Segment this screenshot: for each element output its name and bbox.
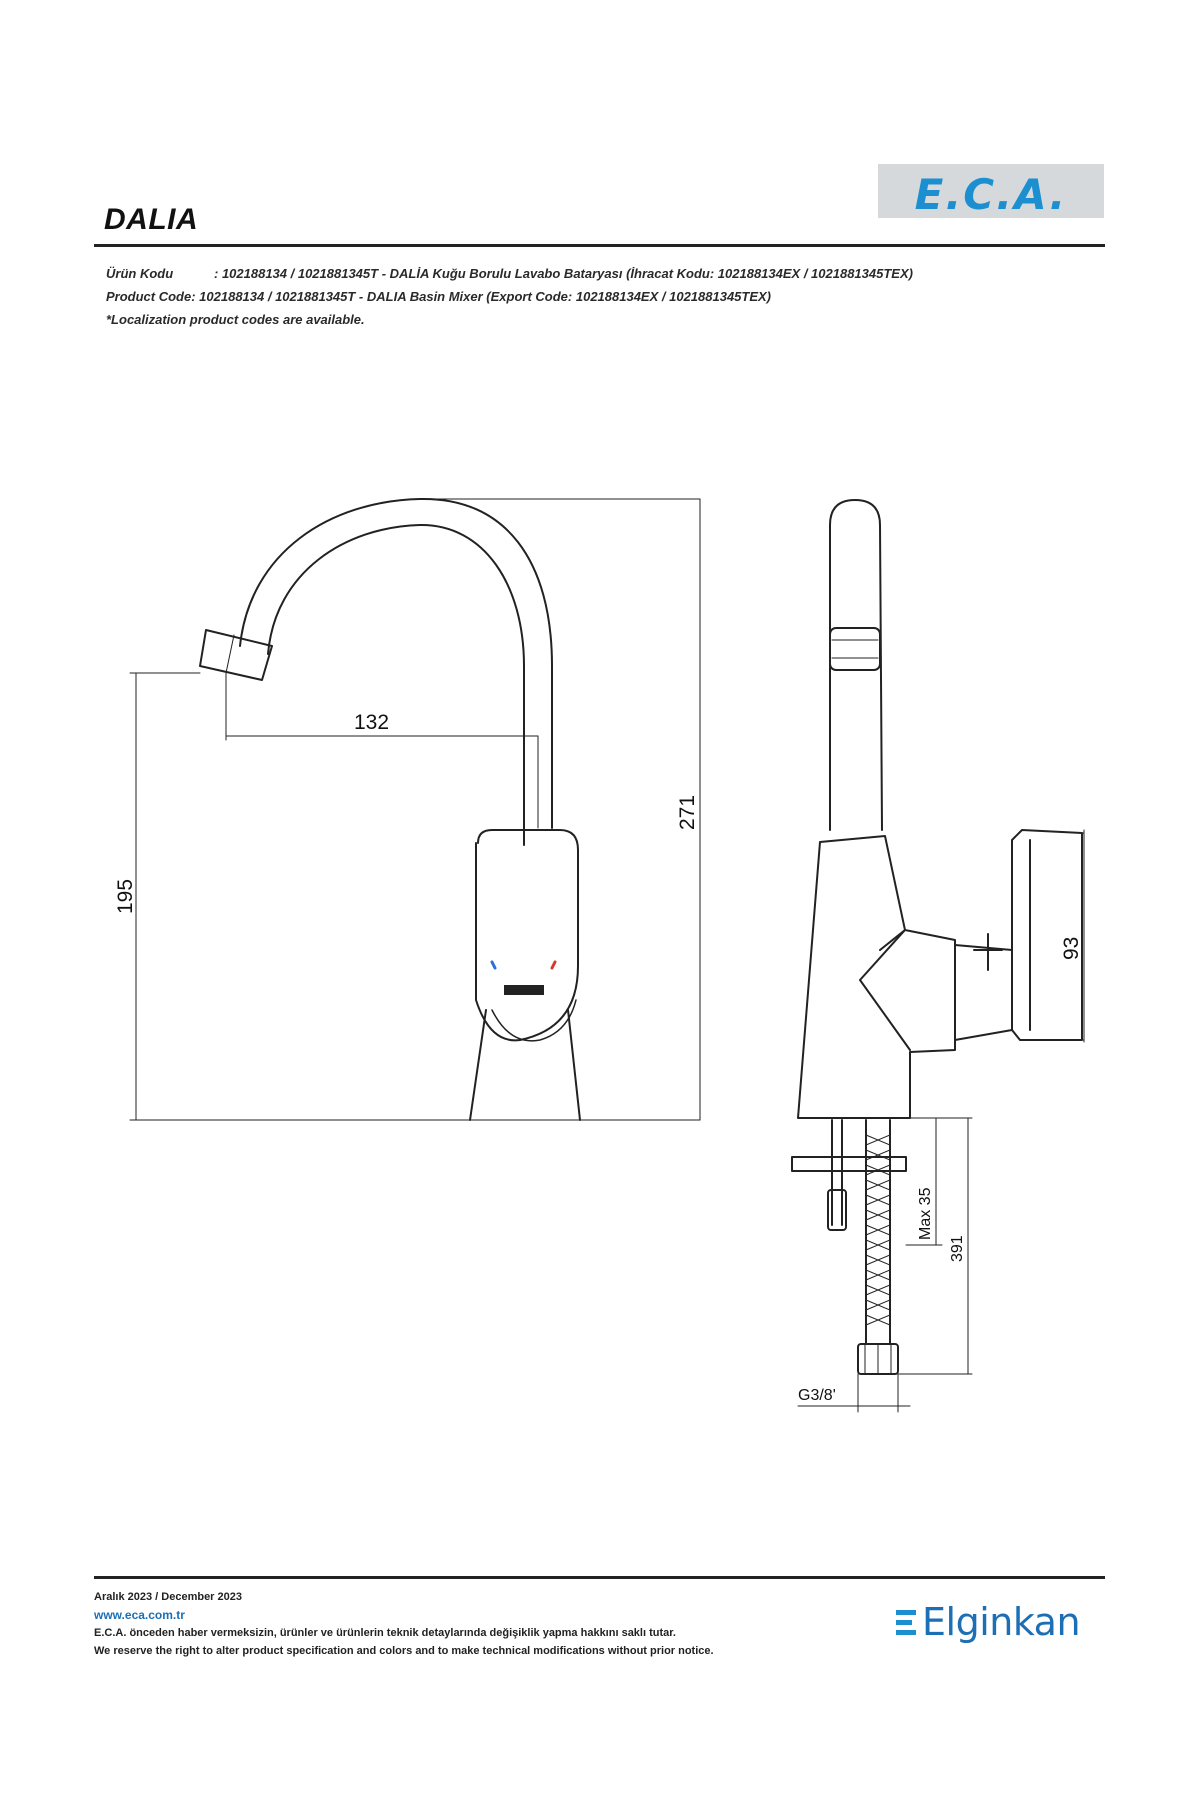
header-divider	[94, 244, 1105, 247]
elginkan-logo-text: Elginkan	[922, 1600, 1081, 1644]
faucet-badge	[504, 985, 544, 995]
dim-handle-height: 93	[1060, 937, 1083, 960]
hot-indicator	[550, 960, 557, 970]
cold-indicator	[490, 960, 497, 970]
eca-logo: E.C.A.	[878, 164, 1104, 219]
elginkan-logo: Elginkan	[894, 1600, 1106, 1646]
dim-hose-length: 391	[949, 1235, 966, 1262]
dim-spout-reach: 132	[354, 711, 389, 734]
product-code-en-row: Product Code: 102188134 / 1021881345T - …	[106, 285, 913, 308]
elginkan-icon	[896, 1606, 918, 1640]
product-title: DALIA	[104, 203, 199, 236]
footer-divider	[94, 1576, 1105, 1579]
front-view-dimensions	[129, 498, 701, 1121]
dim-spout-height: 195	[114, 879, 137, 914]
product-code-en-text: 102188134 / 1021881345T - DALIA Basin Mi…	[195, 289, 772, 304]
product-code-tr-text: : 102188134 / 1021881345T - DALİA Kuğu B…	[214, 266, 913, 281]
footer-notice-en: We reserve the right to alter product sp…	[94, 1645, 714, 1657]
side-view-faucet	[791, 499, 1083, 1375]
footer-notice-tr: E.C.A. önceden haber vermeksizin, ürünle…	[94, 1627, 676, 1639]
dim-total-height: 271	[676, 795, 699, 830]
front-view-faucet	[199, 497, 581, 1121]
footer-date: Aralık 2023 / December 2023	[94, 1591, 242, 1603]
eca-logo-text: E.C.A.	[914, 170, 1068, 219]
footer-info: Aralık 2023 / December 2023 www.eca.com.…	[94, 1588, 714, 1660]
dim-max-deck: Max 35	[917, 1187, 934, 1240]
product-code-tr-row: Ürün Kodu : 102188134 / 1021881345T - DAL…	[106, 262, 913, 285]
product-code-tr-label: Ürün Kodu	[106, 266, 174, 281]
footer-website-link[interactable]: www.eca.com.tr	[94, 1608, 185, 1622]
localization-note: *Localization product codes are availabl…	[106, 312, 365, 327]
side-view-dimensions	[797, 829, 1085, 1413]
product-code-en-label: Product Code:	[106, 289, 196, 304]
product-codes: Ürün Kodu : 102188134 / 1021881345T - DAL…	[106, 262, 913, 331]
dim-connection: G3/8'	[798, 1387, 836, 1404]
